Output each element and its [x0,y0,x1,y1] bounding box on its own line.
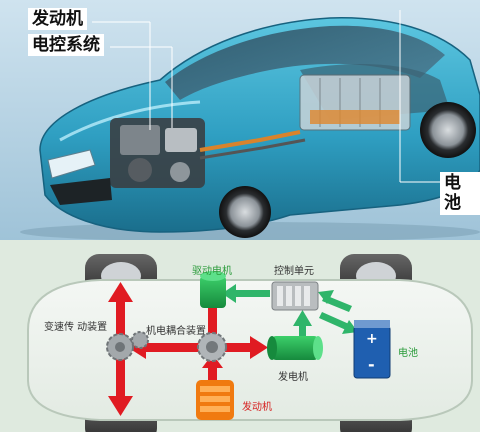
battery-label: 电池 [398,348,418,359]
coupling-label: 机电耦合装置 [146,326,206,337]
front-wheel [219,186,271,238]
engine-callout: 发动机 [28,8,87,31]
transmission-gear [106,331,149,361]
engine-block [196,380,234,420]
control-unit-block [271,281,319,311]
battery-block [353,320,391,379]
drive-motor-cylinder [200,271,226,308]
electric-flow-arrows [222,284,358,348]
generator-label: 发电机 [278,372,308,383]
control-unit-label: 控制单元 [274,266,314,277]
grille [50,178,112,205]
headlight [47,149,96,179]
engine-bay [110,118,306,188]
rear-wheel [420,102,476,158]
engine-label: 发动机 [242,402,272,413]
transmission-label: 变速传 动装置 [44,322,108,333]
battery-callout: 电池 [440,172,480,215]
car-cutaway-illustration [0,0,480,240]
battery-plus-symbol: + [366,331,378,347]
hybrid-schematic [0,240,480,432]
ecu-callout: 电控系统 [28,34,104,57]
battery-minus-symbol: - [368,355,375,374]
rear-battery-pack [299,74,411,131]
coupling-gear [197,332,227,362]
hood-highlight [59,100,201,142]
generator-cylinder [267,336,323,360]
drive-motor-label: 驱动电机 [192,266,232,277]
windshield [165,25,445,100]
